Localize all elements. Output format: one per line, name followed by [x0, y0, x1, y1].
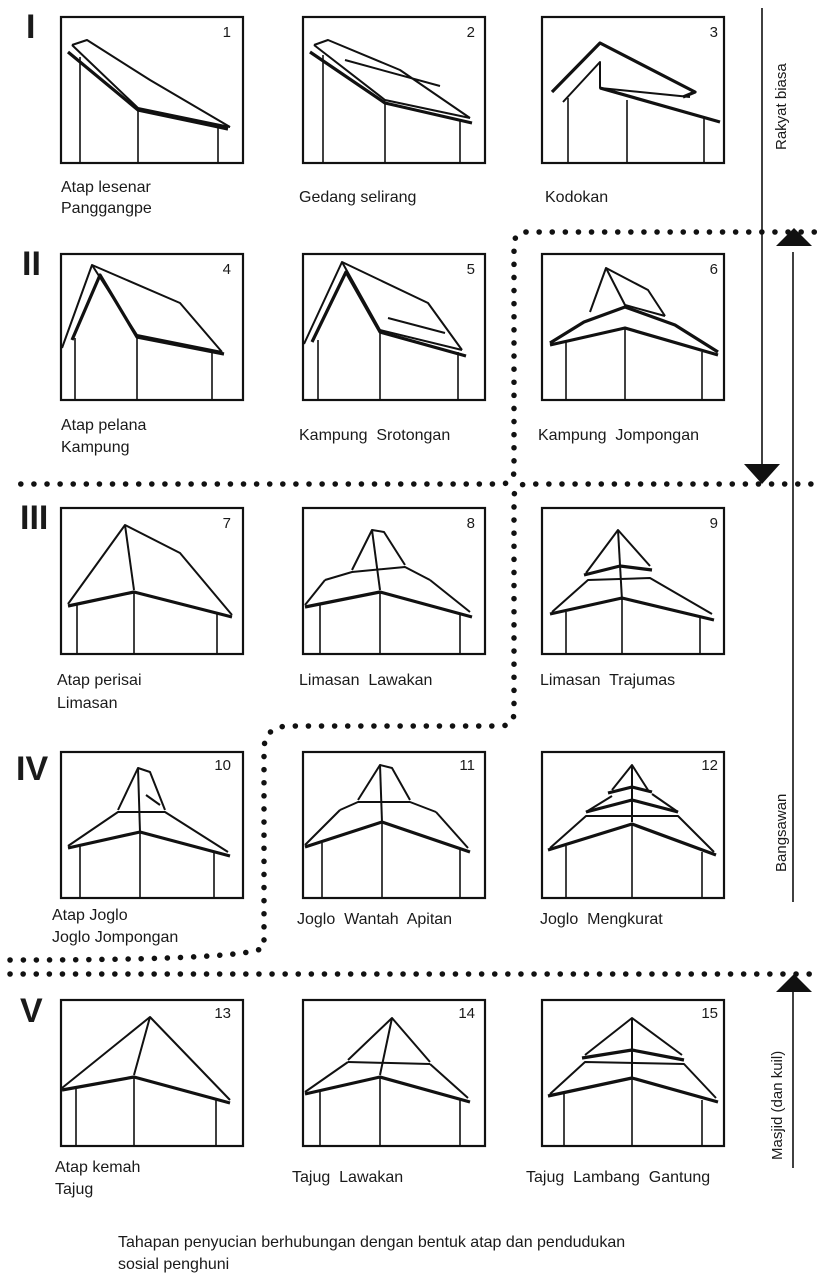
caption-11: Joglo Wantah Apitan: [297, 911, 452, 928]
panel-number: 15: [701, 1005, 718, 1022]
masjid-arrow: [776, 974, 812, 1168]
caption-1-line1: Atap lesenar: [61, 179, 152, 196]
panel-number: 6: [710, 261, 718, 278]
panel-number: 1: [223, 24, 231, 41]
bangsawan-arrow: [776, 228, 812, 902]
roof-panel-2: 2: [301, 15, 487, 165]
row-numeral-2: II: [22, 245, 41, 283]
row-numeral-4: IV: [16, 750, 48, 788]
caption-15: Tajug Lambang Gantung: [526, 1169, 710, 1186]
caption-2: Gedang selirang: [299, 189, 416, 206]
caption-7-line2: Limasan: [57, 695, 117, 712]
caption-5: Kampung Srotongan: [299, 427, 450, 444]
figure-caption-line1: Tahapan penyucian berhubungan dengan ben…: [118, 1234, 626, 1251]
panel-number: 10: [214, 757, 231, 774]
panel-number: 7: [223, 515, 231, 532]
caption-12: Joglo Mengkurat: [540, 911, 663, 928]
roof-panel-8: 8: [301, 506, 487, 656]
dotted-boundary-1: [7, 229, 821, 487]
roof-panel-6: 6: [540, 252, 726, 402]
caption-9: Limasan Trajumas: [540, 672, 675, 689]
row-numeral-5: V: [20, 992, 43, 1030]
roof-panel-15: 15: [540, 998, 726, 1148]
panel-number: 5: [467, 261, 475, 278]
roof-panel-11: 11: [301, 750, 487, 900]
roof-panel-12: 12: [540, 750, 726, 900]
caption-13-line2: Tajug: [55, 1181, 93, 1198]
caption-7-line1: Atap perisai: [57, 672, 142, 689]
masjid-label: Masjid (dan kuil): [769, 1051, 786, 1160]
panel-number: 14: [458, 1005, 475, 1022]
roof-panel-3: 3: [540, 15, 726, 165]
roof-panel-14: 14: [301, 998, 487, 1148]
caption-8: Limasan Lawakan: [299, 672, 432, 689]
caption-14: Tajug Lawakan: [292, 1169, 403, 1186]
panel-number: 9: [710, 515, 718, 532]
roof-panel-10: 10: [59, 750, 245, 900]
caption-10-line2: Joglo Jompongan: [52, 929, 178, 946]
roof-panel-1: 1: [59, 15, 245, 165]
panel-number: 11: [459, 757, 475, 774]
rakyat-biasa-label: Rakyat biasa: [773, 63, 790, 150]
panel-number: 12: [701, 757, 718, 774]
caption-6: Kampung Jompongan: [538, 427, 699, 444]
row-numeral-3: III: [20, 499, 48, 537]
caption-4-line1: Atap pelana: [61, 417, 147, 434]
dotted-boundary-2: [7, 481, 821, 963]
panel-number: 13: [214, 1005, 231, 1022]
roof-panel-13: 13: [59, 998, 245, 1148]
caption-3: Kodokan: [545, 189, 608, 206]
roof-panel-7: 7: [59, 506, 245, 656]
roof-panel-5: 5: [301, 252, 487, 402]
rakyat-arrow: [744, 8, 780, 484]
roof-panel-4: 4: [59, 252, 245, 402]
panel-number: 2: [467, 24, 475, 41]
caption-13-line1: Atap kemah: [55, 1159, 140, 1176]
caption-4-line2: Kampung: [61, 439, 130, 456]
bangsawan-label: Bangsawan: [773, 794, 790, 872]
figure-caption: Tahapan penyucian berhubungan dengan ben…: [118, 1232, 798, 1276]
roof-panel-9: 9: [540, 506, 726, 656]
panel-number: 8: [467, 515, 475, 532]
caption-1-line2: Panggangpe: [61, 200, 152, 217]
caption-10-line1: Atap Joglo: [52, 907, 128, 924]
row-numeral-1: I: [26, 8, 35, 46]
panel-number: 3: [710, 24, 718, 41]
panel-number: 4: [223, 261, 231, 278]
figure-caption-line2: sosial penghuni: [118, 1256, 230, 1273]
